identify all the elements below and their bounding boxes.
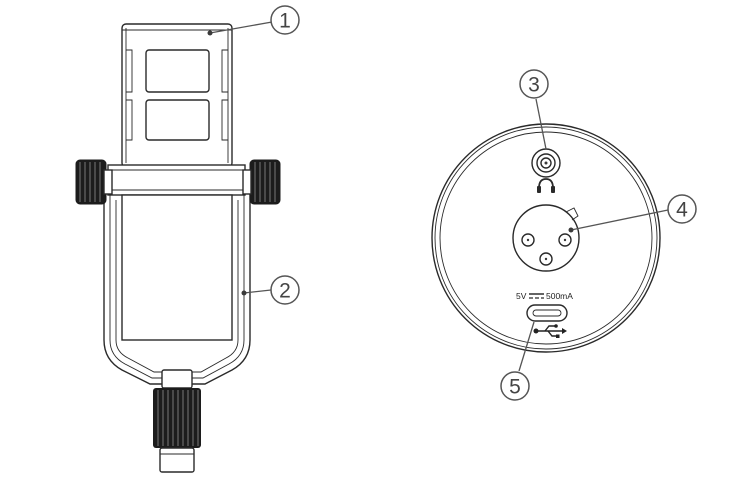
usb-voltage-label: 5V — [516, 291, 527, 301]
callout-2: 2 — [241, 275, 300, 305]
callout-5-number: 5 — [509, 376, 521, 399]
usb-power-label: 5V 500mA — [516, 291, 573, 301]
callout-5: 5 — [500, 321, 535, 401]
xlr-connector — [512, 204, 580, 272]
mount-yoke — [103, 164, 251, 385]
right-tension-knob — [242, 159, 281, 205]
mic-body — [121, 23, 233, 168]
microphone-bottom-view: 5V 500mA 3 — [431, 69, 697, 401]
mount-adapter — [153, 369, 201, 473]
usb-current-label: 500mA — [546, 291, 573, 301]
usb-icon — [533, 324, 567, 338]
headphone-jack — [531, 148, 561, 178]
callout-3-number: 3 — [528, 74, 540, 97]
microphone-side-view: 1 2 — [75, 5, 300, 473]
callout-2-number: 2 — [279, 280, 291, 303]
left-tension-knob — [75, 159, 113, 205]
usb-c-port — [526, 304, 568, 322]
callout-4-number: 4 — [676, 199, 688, 222]
callout-1: 1 — [207, 5, 300, 36]
callout-4: 4 — [568, 194, 697, 233]
callout-3: 3 — [519, 69, 549, 150]
headphone-icon — [537, 178, 555, 193]
callout-1-number: 1 — [279, 10, 291, 33]
